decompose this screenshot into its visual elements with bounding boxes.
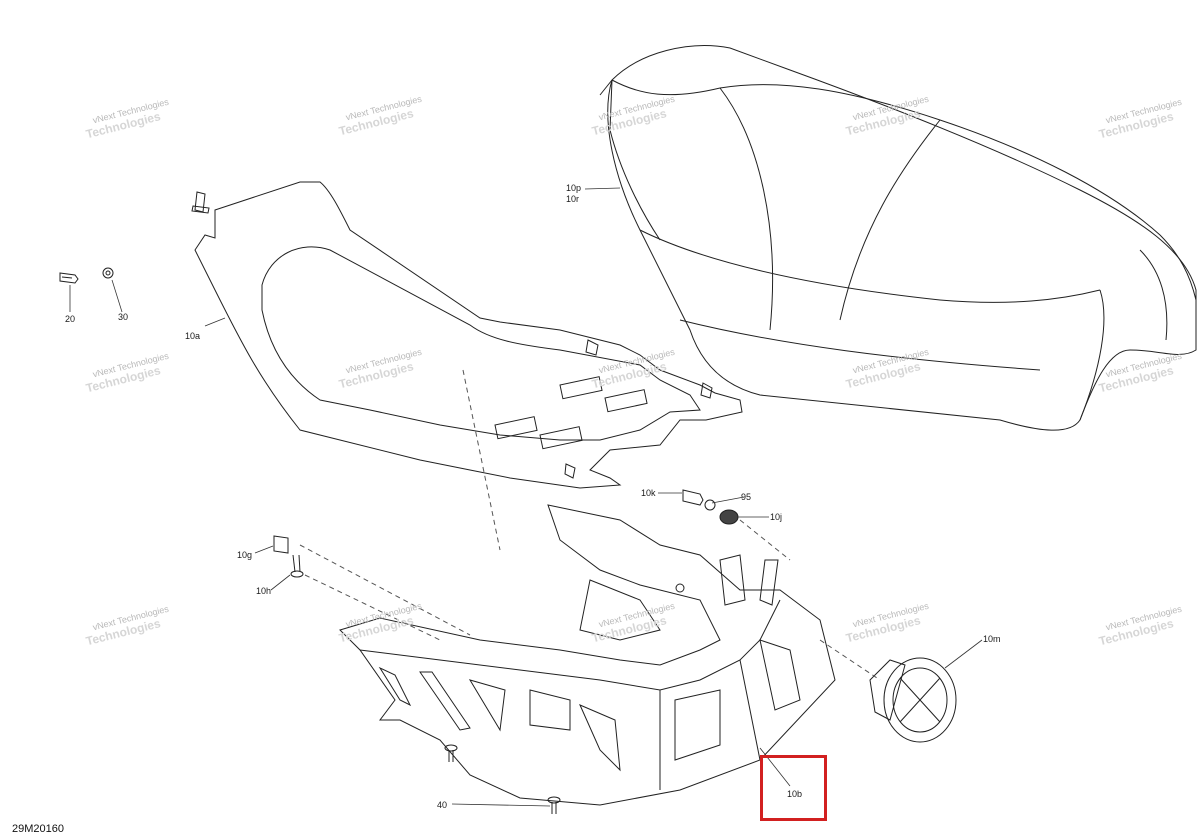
assembly-centerlines bbox=[299, 369, 881, 681]
callout-10a: 10a bbox=[185, 331, 201, 341]
callout-10b: 10b bbox=[787, 789, 803, 799]
callout-30: 30 bbox=[118, 312, 129, 322]
callout-10r: 10r bbox=[566, 194, 580, 204]
bushing-10j bbox=[719, 509, 739, 525]
callout-10h: 10h bbox=[256, 586, 272, 596]
callout-10k: 10k bbox=[641, 488, 656, 498]
bolt-top-plate bbox=[191, 191, 210, 214]
callout-10m: 10m bbox=[983, 634, 1001, 644]
washer-95 bbox=[704, 499, 716, 511]
bolt-20 bbox=[59, 272, 79, 284]
highlight-box bbox=[760, 755, 827, 821]
lower-frame-bracket-10b bbox=[339, 504, 836, 806]
callout-20: 20 bbox=[65, 314, 76, 324]
bolt-10h bbox=[290, 554, 304, 578]
seat-part bbox=[599, 45, 1197, 431]
bolt-10k bbox=[682, 489, 704, 506]
washer-30 bbox=[102, 267, 114, 279]
callout-10p: 10p bbox=[566, 183, 582, 193]
bolt-bottom bbox=[547, 796, 561, 814]
light-assembly-10m bbox=[869, 657, 957, 743]
callout-10j: 10j bbox=[770, 512, 783, 522]
callout-95: 95 bbox=[741, 492, 752, 502]
clip-10g bbox=[273, 535, 289, 554]
drawing-code: 29M20160 bbox=[12, 823, 64, 835]
bolt-40 bbox=[444, 744, 458, 762]
callout-10g: 10g bbox=[237, 550, 253, 560]
callout-40: 40 bbox=[437, 800, 448, 810]
bracket-plate-part bbox=[194, 181, 743, 489]
washer-30-hole bbox=[105, 270, 111, 276]
callout-leader-lines bbox=[69, 187, 983, 807]
